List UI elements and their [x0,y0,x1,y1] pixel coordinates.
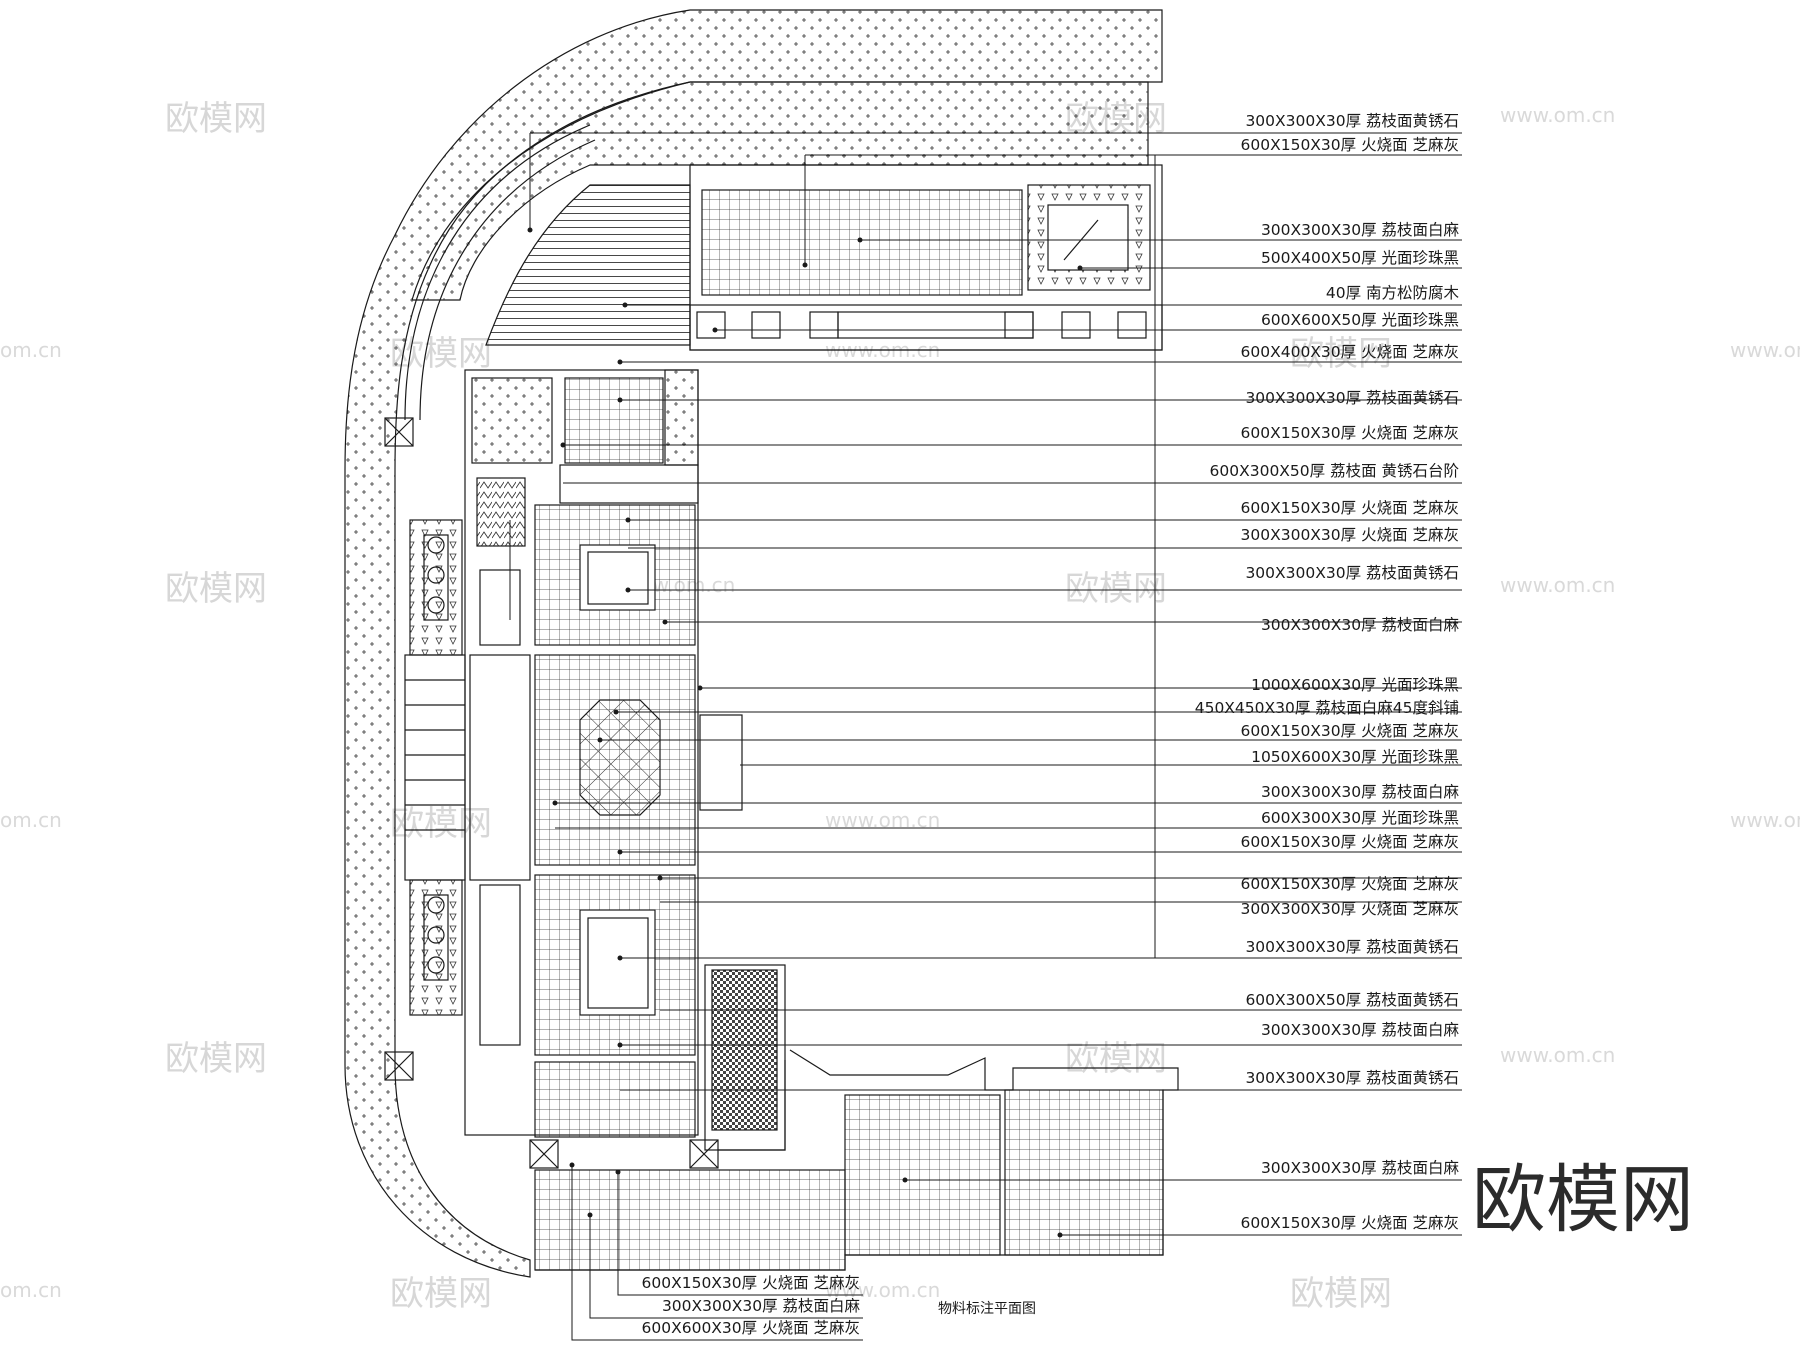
top-paving-grid [701,189,1023,296]
watermark-url: om.cn [0,808,62,832]
material-callout: 300X300X30厚 荔枝面黄锈石 [1245,564,1459,582]
watermark-text: 欧模网 [390,1274,492,1314]
material-callout: 450X450X30厚 荔枝面白麻45度斜铺 [1195,699,1459,717]
material-callout: 300X300X30厚 荔枝面白麻 [1261,616,1460,634]
watermark-text: 欧模网 [390,334,492,374]
material-callout: 1050X600X30厚 光面珍珠黑 [1251,748,1459,766]
material-callout: 300X300X30厚 荔枝面黄锈石 [1245,389,1459,407]
planter-tri [409,519,463,656]
drawing-title: 物料标注平面图 [938,1301,1036,1317]
bottom-leader-lines [571,1165,863,1341]
upper-planting [411,81,1149,301]
leader-lines [509,132,1462,1236]
site-plan [344,9,1179,1278]
watermark-url: www.om.cn [1500,1043,1615,1067]
material-callout: 300X300X30厚 荔枝面白麻 [1261,1159,1460,1177]
material-callout: 600X150X30厚 火烧面 芝麻灰 [642,1274,860,1292]
bottom-callouts: 600X150X30厚 火烧面 芝麻灰 300X300X30厚 荔枝面白麻 60… [642,1274,861,1337]
material-callout: 600X150X30厚 火烧面 芝麻灰 [1241,1214,1459,1232]
watermark-layer: 欧模网 欧模网 欧模网 欧模网 欧模网 欧模网 欧模网 欧模网 欧模网 欧模网 … [0,99,1800,1314]
bench [479,569,521,646]
watermark-url: www.om.cn [1730,338,1800,362]
grid-tile [564,377,664,464]
planter-dots [471,377,553,464]
material-callout: 300X300X30厚 荔枝面黄锈石 [1245,938,1459,956]
bottom-grid [534,1169,846,1271]
material-callout: 300X300X30厚 荔枝面黄锈石 [1245,1069,1459,1087]
watermark-url: www.om.cn [1730,808,1800,832]
watermark-url: www.om.cn [1500,573,1615,597]
watermark-text: 欧模网 [390,804,492,844]
right-callouts: 300X300X30厚 荔枝面黄锈石 600X150X30厚 火烧面 芝麻灰 3… [1195,112,1460,1232]
material-callout: 300X300X30厚 荔枝面白麻 [1261,783,1460,801]
material-callout: 600X150X30厚 火烧面 芝麻灰 [1241,424,1459,442]
material-callout: 600X300X50厚 荔枝面黄锈石 [1245,991,1459,1009]
material-callout: 300X300X30厚 荔枝面白麻 [1261,221,1460,239]
watermark-text: 欧模网 [165,1039,267,1079]
material-callout: 600X150X30厚 火烧面 芝麻灰 [1241,875,1459,893]
curb-line [419,139,596,421]
watermark-text: 欧模网 [1065,569,1167,609]
material-callout: 600X150X30厚 火烧面 芝麻灰 [1241,136,1459,154]
material-callout: 300X300X30厚 荔枝面白麻 [662,1297,861,1315]
bottom-grid [1004,1089,1164,1256]
watermark-text: 欧模网 [1290,334,1392,374]
watermark-url: om.cn [0,1278,62,1302]
material-callout: 1000X600X30厚 光面珍珠黑 [1251,676,1459,694]
material-callout: 600X400X30厚 火烧面 芝麻灰 [1241,343,1459,361]
watermark-text: 欧模网 [1290,1274,1392,1314]
material-callout: 300X300X30厚 火烧面 芝麻灰 [1241,526,1459,544]
diamond-panel [579,699,661,816]
zig-panel [476,477,526,547]
planter-dots [664,369,699,466]
material-callout: 300X300X30厚 荔枝面黄锈石 [1245,112,1459,130]
material-callout: 300X300X30厚 火烧面 芝麻灰 [1241,900,1459,918]
curb-line [404,124,591,421]
material-callout: 600X150X30厚 火烧面 芝麻灰 [1241,833,1459,851]
material-callout: 600X150X30厚 火烧面 芝麻灰 [1241,499,1459,517]
material-callout: 40厚 南方松防腐木 [1326,284,1460,302]
stone-slab [1047,204,1129,271]
step-blocks [696,311,1147,339]
material-callout: 600X600X50厚 光面珍珠黑 [1261,311,1459,329]
material-callout: 600X300X50厚 荔枝面 黄锈石台阶 [1210,462,1460,480]
watermark-url: om.cn [0,338,62,362]
material-callout: 600X150X30厚 火烧面 芝麻灰 [1241,722,1459,740]
material-callout: 600X300X30厚 光面珍珠黑 [1261,809,1459,827]
planter-tri [409,879,463,1016]
corner-marker [384,417,719,1169]
watermark-url: www.om.cn [825,1278,940,1302]
bottom-grid [844,1094,1001,1256]
watermark-text: 欧模网 [165,569,267,609]
material-callout: 300X300X30厚 荔枝面白麻 [1261,1021,1460,1039]
watermark-text: 欧模网 [1065,1039,1167,1079]
watermark-url: www.om.cn [1500,103,1615,127]
brand-logo: 欧模网 [1472,1157,1694,1243]
checker-panel [711,969,778,1131]
watermark-text: 欧模网 [165,99,267,139]
material-callout: 500X400X50厚 光面珍珠黑 [1261,249,1459,267]
leader-dots [527,227,1083,1238]
paving-grid-d [534,1061,696,1138]
material-callout: 600X600X30厚 火烧面 芝麻灰 [642,1319,860,1337]
bench [479,884,521,1046]
